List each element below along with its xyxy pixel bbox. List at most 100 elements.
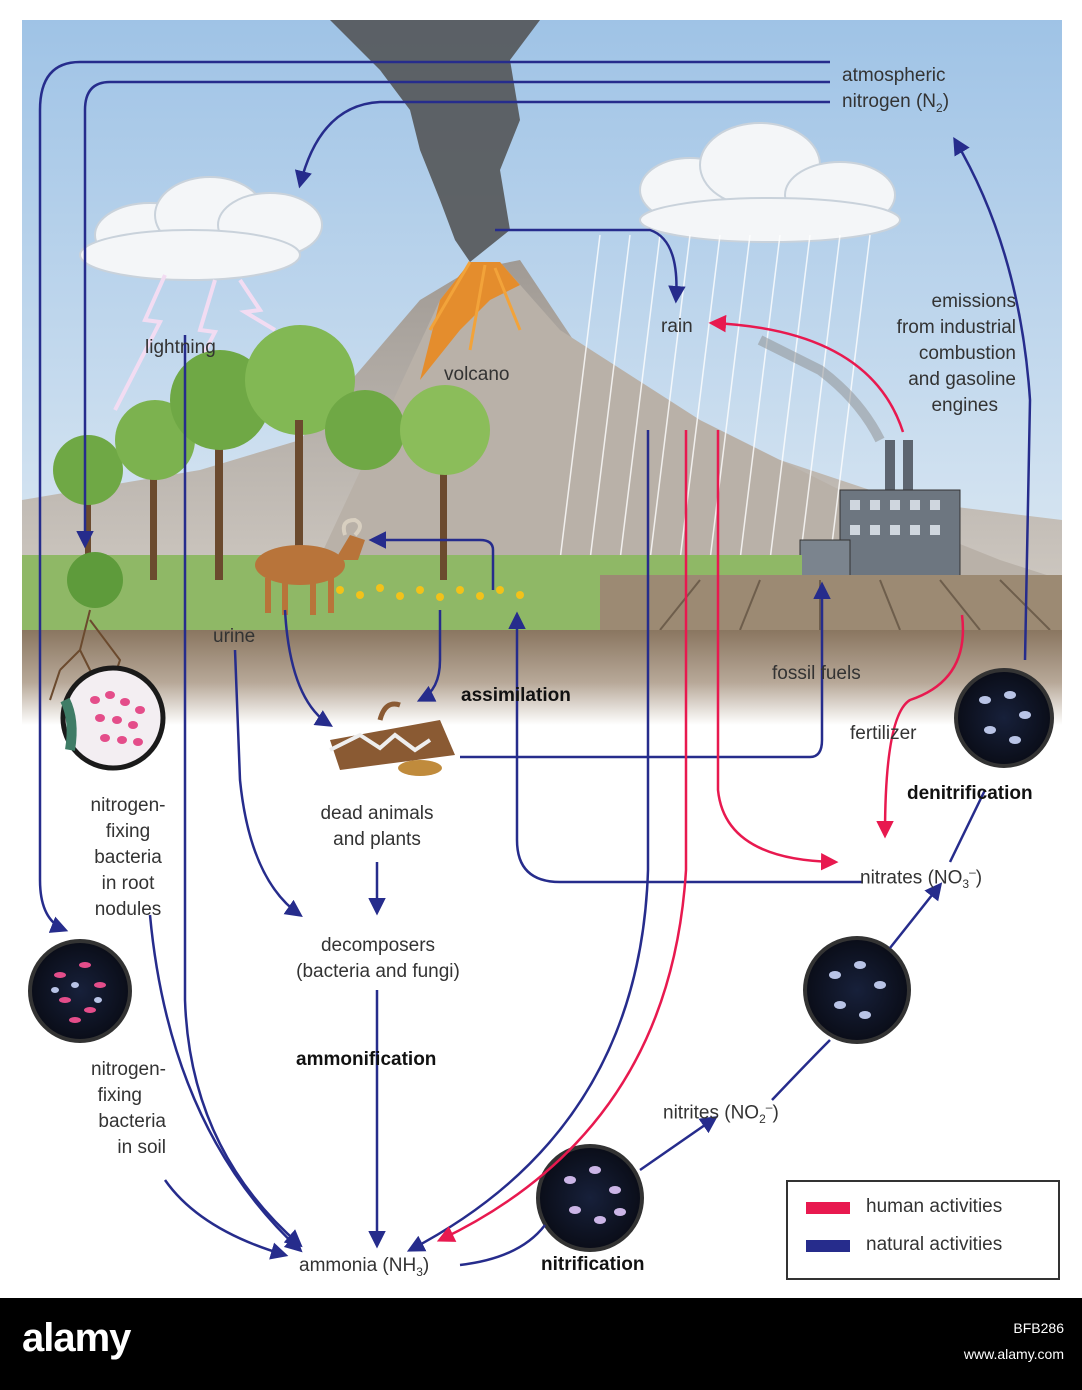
watermark-image-id: BFB286 — [1013, 1320, 1064, 1336]
legend: human activities natural activities — [786, 1180, 1060, 1280]
arrow-goat-to-dead — [283, 609, 333, 727]
arrow-n2-to-root-bacteria — [38, 60, 830, 933]
arrow-dead-to-fossil-fuels — [460, 581, 831, 759]
label-emissions-line3: combustion — [918, 343, 1016, 364]
label-nitrites-text: nitrites (NO — [663, 1102, 760, 1124]
arrow-n2-to-plant — [76, 80, 830, 549]
label-dead-line1: dead animals — [320, 803, 434, 824]
label-fossil-fuels: fossil fuels — [772, 663, 861, 684]
label-root-bacteria-line2: fixing — [105, 821, 151, 842]
arrow-micrograph-to-nitrates — [889, 882, 943, 949]
arrow-emissions-to-rain — [708, 314, 905, 433]
label-emissions-line2: from industrial — [896, 317, 1016, 338]
label-ammonia: ammonia (NH3) — [299, 1254, 429, 1284]
root-nodule-bacteria-micrograph — [60, 665, 166, 771]
label-atmospheric-sub: 2 — [936, 100, 943, 115]
flowers — [336, 584, 524, 601]
arrow-root-bacteria-to-ammonia — [148, 914, 303, 1253]
arrow-rain-to-nitrates — [716, 430, 839, 871]
arrow-plant-to-goat — [368, 531, 495, 590]
nitrification-bacteria-micrograph — [536, 1144, 644, 1252]
label-emissions-line5: engines — [931, 395, 998, 416]
nitrite-bacteria-micrograph — [803, 936, 911, 1044]
denitrification-bacteria-micrograph — [954, 668, 1054, 768]
arrow-rain-to-ammonia — [406, 430, 650, 1252]
label-fertilizer: fertilizer — [850, 723, 917, 744]
label-nitrates-text: nitrates (NO — [860, 867, 963, 889]
label-decomposers-line1: decomposers — [320, 935, 436, 956]
label-atmospheric-close: ) — [942, 91, 950, 112]
cloud-left — [79, 176, 323, 281]
label-emissions-line1: emissions — [931, 291, 1016, 312]
soil — [22, 630, 1062, 725]
label-dead-line2: and plants — [333, 829, 421, 850]
label-urine: urine — [213, 626, 256, 647]
legend-natural-label: natural activities — [866, 1234, 1003, 1255]
label-nitrates: nitrates (NO3–) — [860, 860, 982, 896]
rain-streaks — [559, 234, 871, 561]
label-atmospheric-line1: atmospheric — [842, 65, 946, 86]
label-emissions-line4: and gasoline — [908, 369, 1016, 390]
label-nitrites-sup: – — [765, 1100, 773, 1114]
label-nitrates-close: ) — [975, 867, 983, 889]
label-nitrites-sub: 2 — [759, 1112, 766, 1127]
diagram-artwork — [22, 20, 1062, 1267]
label-soil-bacteria-line4: in soil — [117, 1137, 166, 1158]
label-nitrites: nitrites (NO2–) — [663, 1095, 779, 1131]
arrow-rain-to-ammonia-red — [436, 430, 688, 1242]
label-nitrites-close: ) — [772, 1102, 779, 1124]
label-nitrates-sub: 3 — [962, 877, 970, 892]
legend-natural-swatch — [806, 1240, 850, 1252]
label-atmospheric-line2: nitrogen (N — [842, 91, 936, 112]
watermark-footer: alamy BFB286 www.alamy.com — [0, 1298, 1082, 1390]
label-ammonification: ammonification — [296, 1049, 437, 1070]
dead-animal-log — [329, 701, 455, 776]
label-ammonia-close: ) — [422, 1255, 430, 1276]
label-nitrates-sup: – — [969, 865, 976, 879]
label-volcano: volcano — [444, 364, 510, 385]
legend-human-label: human activities — [866, 1196, 1003, 1217]
label-soil-bacteria-line3: bacteria — [98, 1111, 166, 1132]
label-ammonia-sub: 3 — [416, 1264, 423, 1279]
watermark-brand: alamy — [22, 1316, 131, 1360]
arrow-nitrites-to-micrograph — [771, 1039, 831, 1101]
arrow-fertilizer-to-nitrates — [876, 614, 965, 839]
label-root-bacteria-line4: in root — [101, 873, 155, 894]
label-rain: rain — [661, 316, 693, 337]
arrow-denitrification-to-n2 — [953, 136, 1032, 661]
arrow-volcano-to-rain — [495, 228, 686, 304]
factory — [757, 335, 961, 581]
label-soil-bacteria-line1: nitrogen- — [91, 1059, 166, 1080]
cloud-right — [639, 122, 901, 243]
arrow-nitrates-to-denitrification — [948, 789, 987, 863]
label-root-bacteria-line5: nodules — [94, 899, 162, 920]
lava — [420, 262, 520, 380]
arrow-lightning-to-ammonia — [183, 335, 303, 1248]
arrow-soil-bacteria-to-ammonia — [163, 1179, 289, 1260]
label-root-bacteria-line3: bacteria — [94, 847, 162, 868]
arrow-n2-to-lightning — [294, 100, 830, 189]
trees — [53, 325, 490, 608]
arrow-nitrates-to-assimilation — [508, 611, 862, 884]
arrow-urine-to-decomposers — [233, 649, 303, 918]
label-nitrification: nitrification — [541, 1254, 645, 1275]
label-denitrification: denitrification — [907, 783, 1033, 804]
label-ammonia-text: ammonia (NH — [299, 1255, 417, 1276]
volcano-plume — [330, 20, 540, 262]
legend-human-swatch — [806, 1202, 850, 1214]
arrow-nitrification-to-nitrites — [639, 1116, 718, 1172]
farmland — [600, 575, 1062, 635]
label-assimilation: assimilation — [461, 685, 571, 706]
label-lightning: lightning — [145, 337, 216, 358]
label-soil-bacteria-line2: fixing — [97, 1085, 142, 1106]
label-atmospheric-nitrogen: nitrogen (N2) — [842, 90, 949, 120]
arrow-ammonia-to-nitrification — [459, 1224, 546, 1267]
label-decomposers-line2: (bacteria and fungi) — [296, 961, 460, 982]
arrow-plants-to-dead — [416, 610, 442, 702]
goat — [255, 517, 365, 615]
plant-roots — [49, 609, 122, 701]
natural-arrows — [38, 60, 1032, 1267]
human-arrows — [436, 314, 965, 1242]
watermark-site: www.alamy.com — [963, 1346, 1064, 1362]
